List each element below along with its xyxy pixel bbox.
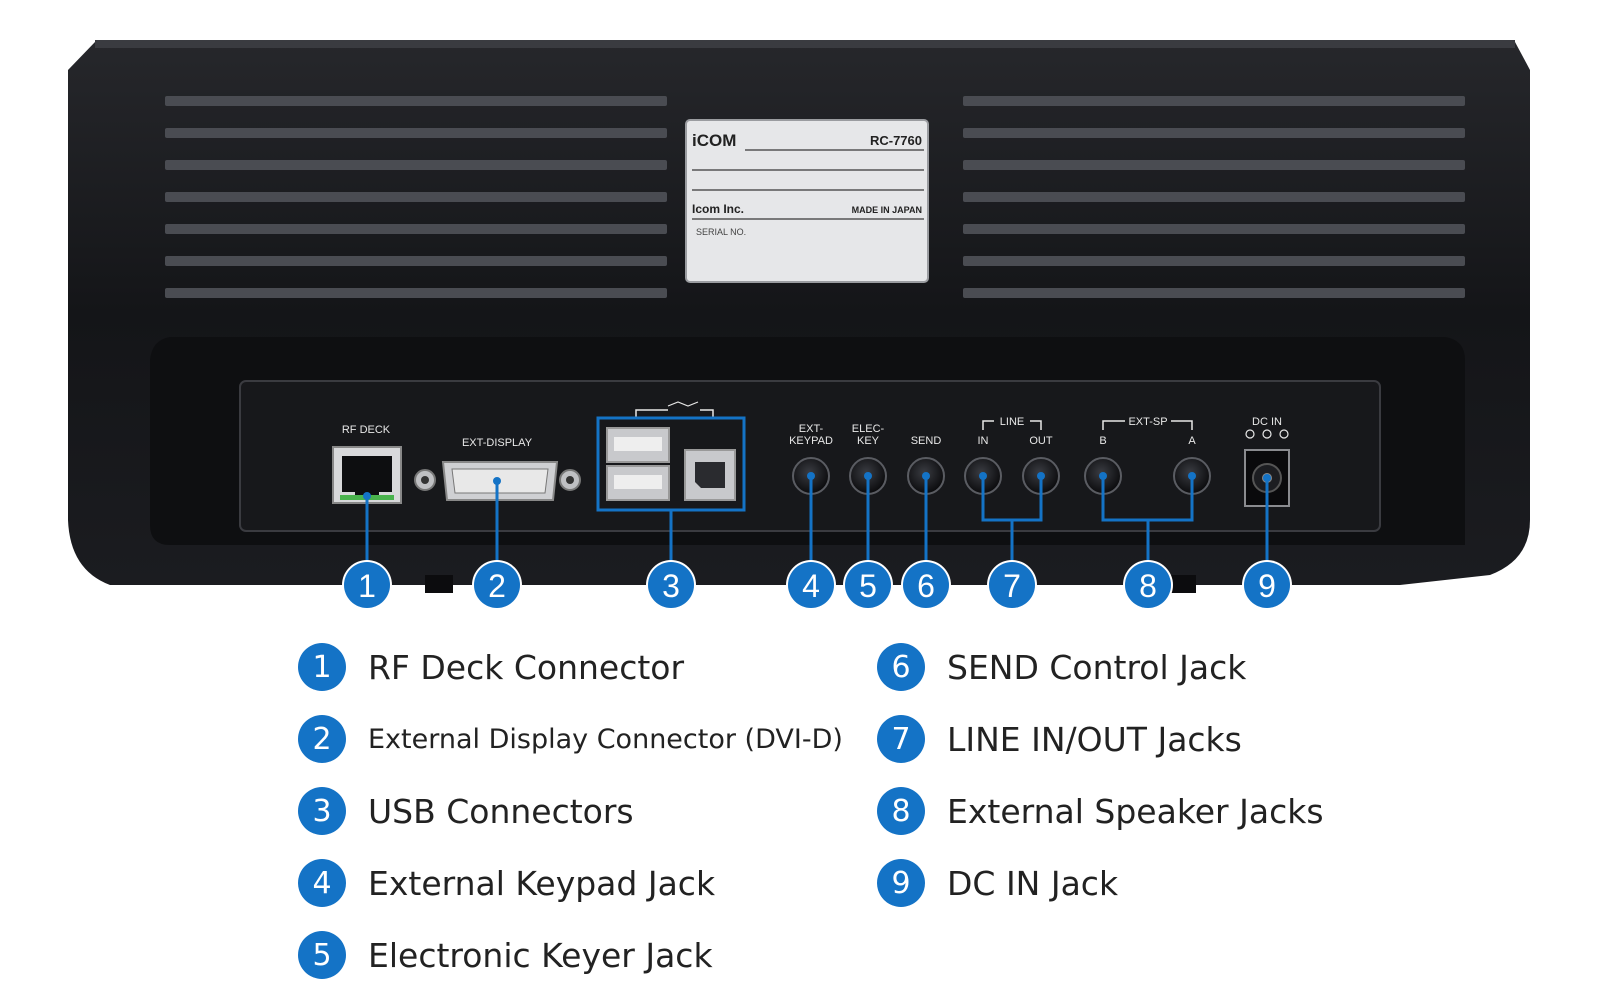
callout-leaders bbox=[365, 476, 1269, 570]
vent-slot bbox=[165, 128, 667, 138]
vent-slot bbox=[963, 256, 1465, 266]
callout-number: 3 bbox=[662, 568, 680, 604]
label-ext-display: EXT-DISPLAY bbox=[462, 437, 533, 449]
foot-left bbox=[425, 575, 453, 593]
callout-badge bbox=[1244, 562, 1290, 608]
callout-badge bbox=[648, 562, 694, 608]
callout-number: 2 bbox=[488, 568, 506, 604]
callout-dots bbox=[363, 472, 1271, 500]
callout-number: 8 bbox=[1139, 568, 1157, 604]
label-ext-sp: EXT-SP bbox=[1128, 416, 1167, 428]
label-line-out: OUT bbox=[1029, 435, 1053, 447]
panel-labels: RF DECK EXT-DISPLAY EXT- KEYPAD ELEC- KE… bbox=[342, 416, 1282, 449]
label-line-in: IN bbox=[978, 435, 989, 447]
label-elec-key-1: ELEC- bbox=[852, 423, 885, 435]
nameplate: iCOM RC-7760 Icom Inc. MADE IN JAPAN SER… bbox=[685, 119, 929, 283]
label-ext-keypad-1: EXT- bbox=[799, 423, 824, 435]
vent-slot bbox=[165, 224, 667, 234]
vent-grille-right bbox=[963, 96, 1465, 298]
callout-number: 4 bbox=[802, 568, 820, 604]
label-send: SEND bbox=[911, 435, 942, 447]
nameplate-maker: Icom Inc. bbox=[692, 202, 744, 216]
callout-badge bbox=[344, 562, 390, 608]
vent-slot bbox=[963, 288, 1465, 298]
callout-badges: 1 2 3 4 5 6 7 8 9 bbox=[342, 560, 1292, 610]
vent-slot bbox=[963, 128, 1465, 138]
callout-number: 1 bbox=[358, 568, 376, 604]
callout-number: 5 bbox=[859, 568, 877, 604]
vent-slot bbox=[165, 96, 667, 106]
callout-badge bbox=[989, 562, 1035, 608]
label-ext-sp-b: B bbox=[1099, 435, 1106, 447]
callout-number: 7 bbox=[1003, 568, 1021, 604]
foot-right bbox=[1168, 575, 1196, 593]
nameplate-origin: MADE IN JAPAN bbox=[852, 205, 922, 215]
callout-badge bbox=[845, 562, 891, 608]
callout-badge bbox=[903, 562, 949, 608]
callout-badge bbox=[788, 562, 834, 608]
vent-slot bbox=[963, 192, 1465, 202]
label-dc-in: DC IN bbox=[1252, 416, 1282, 428]
label-brackets bbox=[635, 401, 1193, 430]
vent-slot bbox=[165, 288, 667, 298]
label-elec-key-2: KEY bbox=[857, 435, 880, 447]
nameplate-model: RC-7760 bbox=[870, 133, 922, 148]
label-ext-keypad-2: KEYPAD bbox=[789, 435, 833, 447]
label-rf-deck: RF DECK bbox=[342, 424, 391, 436]
label-ext-sp-a: A bbox=[1188, 435, 1196, 447]
callout-number: 6 bbox=[917, 568, 935, 604]
vent-grille-left bbox=[165, 96, 667, 298]
callout-number: 9 bbox=[1258, 568, 1276, 604]
vent-slot bbox=[165, 256, 667, 266]
label-line: LINE bbox=[1000, 416, 1024, 428]
nameplate-brand: iCOM bbox=[692, 131, 736, 150]
vent-slot bbox=[165, 160, 667, 170]
vent-slot bbox=[165, 192, 667, 202]
vent-slot bbox=[963, 224, 1465, 234]
vent-slot bbox=[963, 96, 1465, 106]
callout-badge bbox=[474, 562, 520, 608]
callout-badge bbox=[1125, 562, 1171, 608]
vent-slot bbox=[963, 160, 1465, 170]
nameplate-serial: SERIAL NO. bbox=[696, 227, 746, 237]
